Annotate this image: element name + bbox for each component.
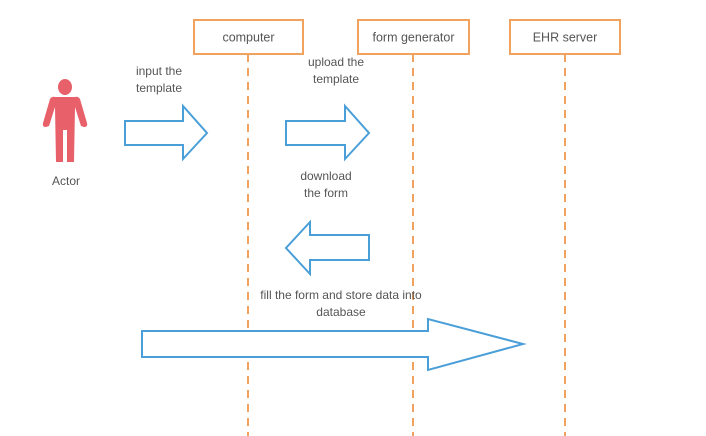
actor-figure[interactable]: Actor — [42, 79, 88, 188]
message-upload-template[interactable]: upload the template — [285, 55, 371, 162]
right-arrow-icon — [124, 103, 209, 162]
form-generator-label: form generator — [373, 31, 455, 45]
computer-box — [193, 19, 304, 55]
ehr-server-participant[interactable]: EHR server — [509, 19, 621, 55]
form-generator-box — [357, 19, 470, 55]
message-upload-template-label-line2: template — [313, 72, 359, 86]
message-fill-form-store-data[interactable]: fill the form and store data into databa… — [141, 288, 527, 372]
actor-label: Actor — [52, 174, 80, 188]
message-download-form[interactable]: download the form — [284, 169, 370, 277]
right-arrow-icon — [285, 103, 371, 162]
computer-label: computer — [222, 31, 274, 45]
message-input-template-label-line1: input the — [136, 64, 182, 78]
ehr-server-box — [509, 19, 621, 55]
right-arrow-icon — [141, 317, 527, 372]
form-generator-participant[interactable]: form generator — [357, 19, 470, 55]
message-fill-form-label-line2: database — [316, 305, 366, 319]
computer-participant[interactable]: computer — [193, 19, 304, 55]
message-fill-form-label-line1: fill the form and store data into — [260, 288, 422, 302]
message-download-form-label-line2: the form — [304, 186, 348, 200]
left-arrow-icon — [284, 219, 370, 277]
message-input-template-label-line2: template — [136, 81, 182, 95]
message-upload-template-label-line1: upload the — [308, 55, 364, 69]
message-input-template[interactable]: input the template — [124, 64, 209, 162]
actor-icon — [42, 79, 88, 162]
ehr-server-label: EHR server — [533, 31, 598, 45]
message-download-form-label-line1: download — [300, 169, 351, 183]
